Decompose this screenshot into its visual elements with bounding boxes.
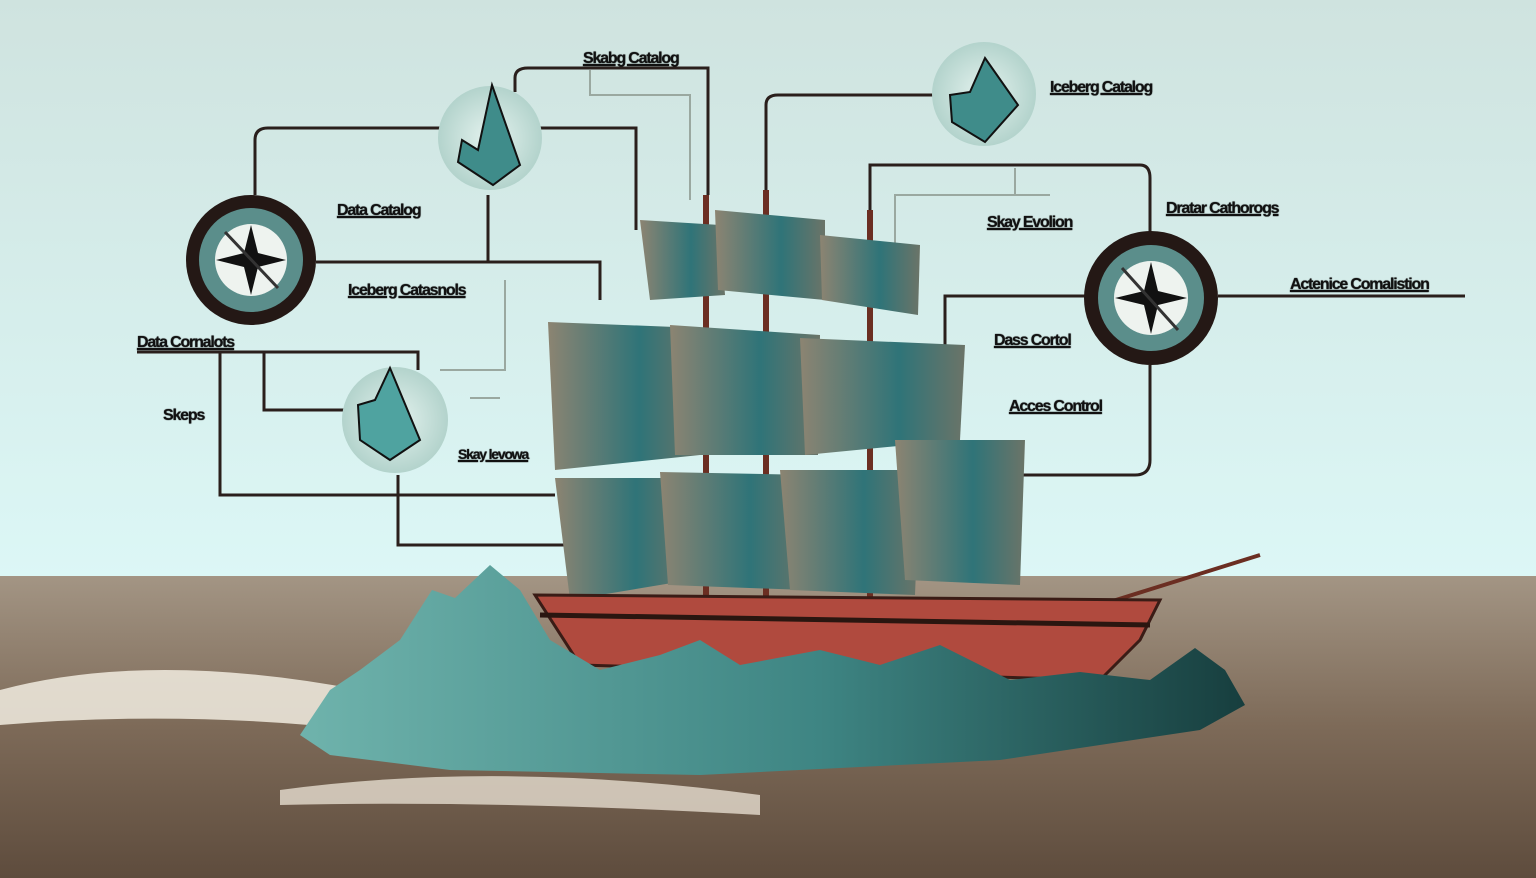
- compass-icon: [1084, 231, 1218, 365]
- label-dass-cortol: Dass Cortol: [994, 332, 1072, 349]
- label-iceberg-catalog: Iceberg Catalog: [1050, 79, 1153, 96]
- label-data-catalog: Data Catalog: [337, 202, 422, 219]
- connector-lines: [137, 66, 1465, 547]
- wave: [0, 670, 360, 730]
- iceberg-icon: [438, 81, 542, 190]
- label-dratar-cathorogs: Dratar Cathorogs: [1166, 200, 1280, 217]
- iceberg: [300, 565, 1245, 775]
- label-skabg-catalog: Skabg Catalog: [583, 50, 680, 67]
- label-acces-control: Acces Control: [1009, 398, 1103, 415]
- label-skay-evolion: Skay Evolion: [987, 214, 1073, 231]
- iceberg-icon: [342, 365, 448, 473]
- iceberg-icon: [932, 42, 1036, 146]
- label-skay-levowa: Skay levowa: [458, 446, 529, 462]
- label-data-cornalots: Data Cornalots: [137, 334, 235, 351]
- wave: [280, 776, 760, 815]
- compass-icon: [186, 195, 316, 325]
- thin-lines: [440, 70, 1050, 399]
- label-actenice-comalistion: Actenice Comalistion: [1290, 276, 1430, 293]
- label-skeps: Skeps: [163, 407, 205, 424]
- label-iceberg-catasnols: Iceberg Catasnols: [348, 282, 467, 299]
